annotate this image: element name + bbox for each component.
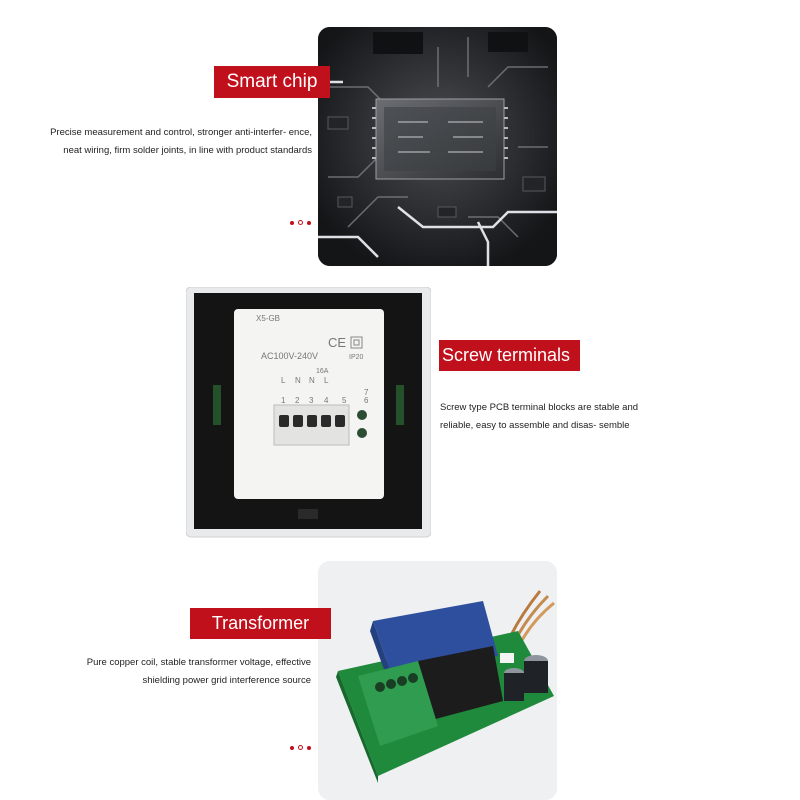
dot-inactive [298, 745, 303, 750]
circuit-board-image [318, 27, 557, 266]
thermostat-back-image: X5-GB CE IP20 AC100V-240V 16A L N N L 1 … [185, 286, 432, 538]
dot-active [290, 220, 294, 225]
terminal-number: 3 [309, 396, 314, 405]
smart-chip-title: Smart chip [214, 66, 330, 98]
ce-mark: CE [328, 335, 346, 350]
terminal-number: 7 [364, 388, 369, 397]
smart-chip-photo [318, 27, 557, 266]
terminal-number: 4 [324, 396, 329, 405]
voltage-label: AC100V-240V [261, 351, 318, 361]
terminal-number: 6 [364, 396, 369, 405]
smart-chip-description: Precise measurement and control, stronge… [50, 127, 312, 156]
screw-terminals-title: Screw terminals [439, 340, 580, 371]
dot-active [307, 745, 311, 750]
terminal-letter: N [309, 376, 315, 385]
current-label: 16A [316, 368, 329, 375]
transformer-photo [318, 561, 557, 800]
thermostat-back-photo: X5-GB CE IP20 AC100V-240V 16A L N N L 1 … [185, 286, 432, 539]
terminal-letter: L [281, 376, 286, 385]
dot-inactive [298, 220, 303, 225]
screw-terminals-description: Screw type PCB terminal blocks are stabl… [440, 402, 639, 431]
terminal-number: 2 [295, 396, 300, 405]
terminal-number: 1 [281, 396, 286, 405]
terminal-letter: L [324, 376, 329, 385]
terminal-letter: N [295, 376, 301, 385]
ip-rating: IP20 [349, 354, 364, 361]
dot-active [290, 745, 294, 750]
carousel-dots [290, 220, 311, 225]
model-label: X5-GB [256, 314, 280, 323]
dot-active [307, 220, 311, 225]
relay-board-image [318, 561, 557, 800]
transformer-title: Transformer [190, 608, 331, 639]
carousel-dots [290, 745, 311, 750]
transformer-description: Pure copper coil, stable transformer vol… [86, 657, 311, 686]
terminal-number: 5 [342, 396, 347, 405]
